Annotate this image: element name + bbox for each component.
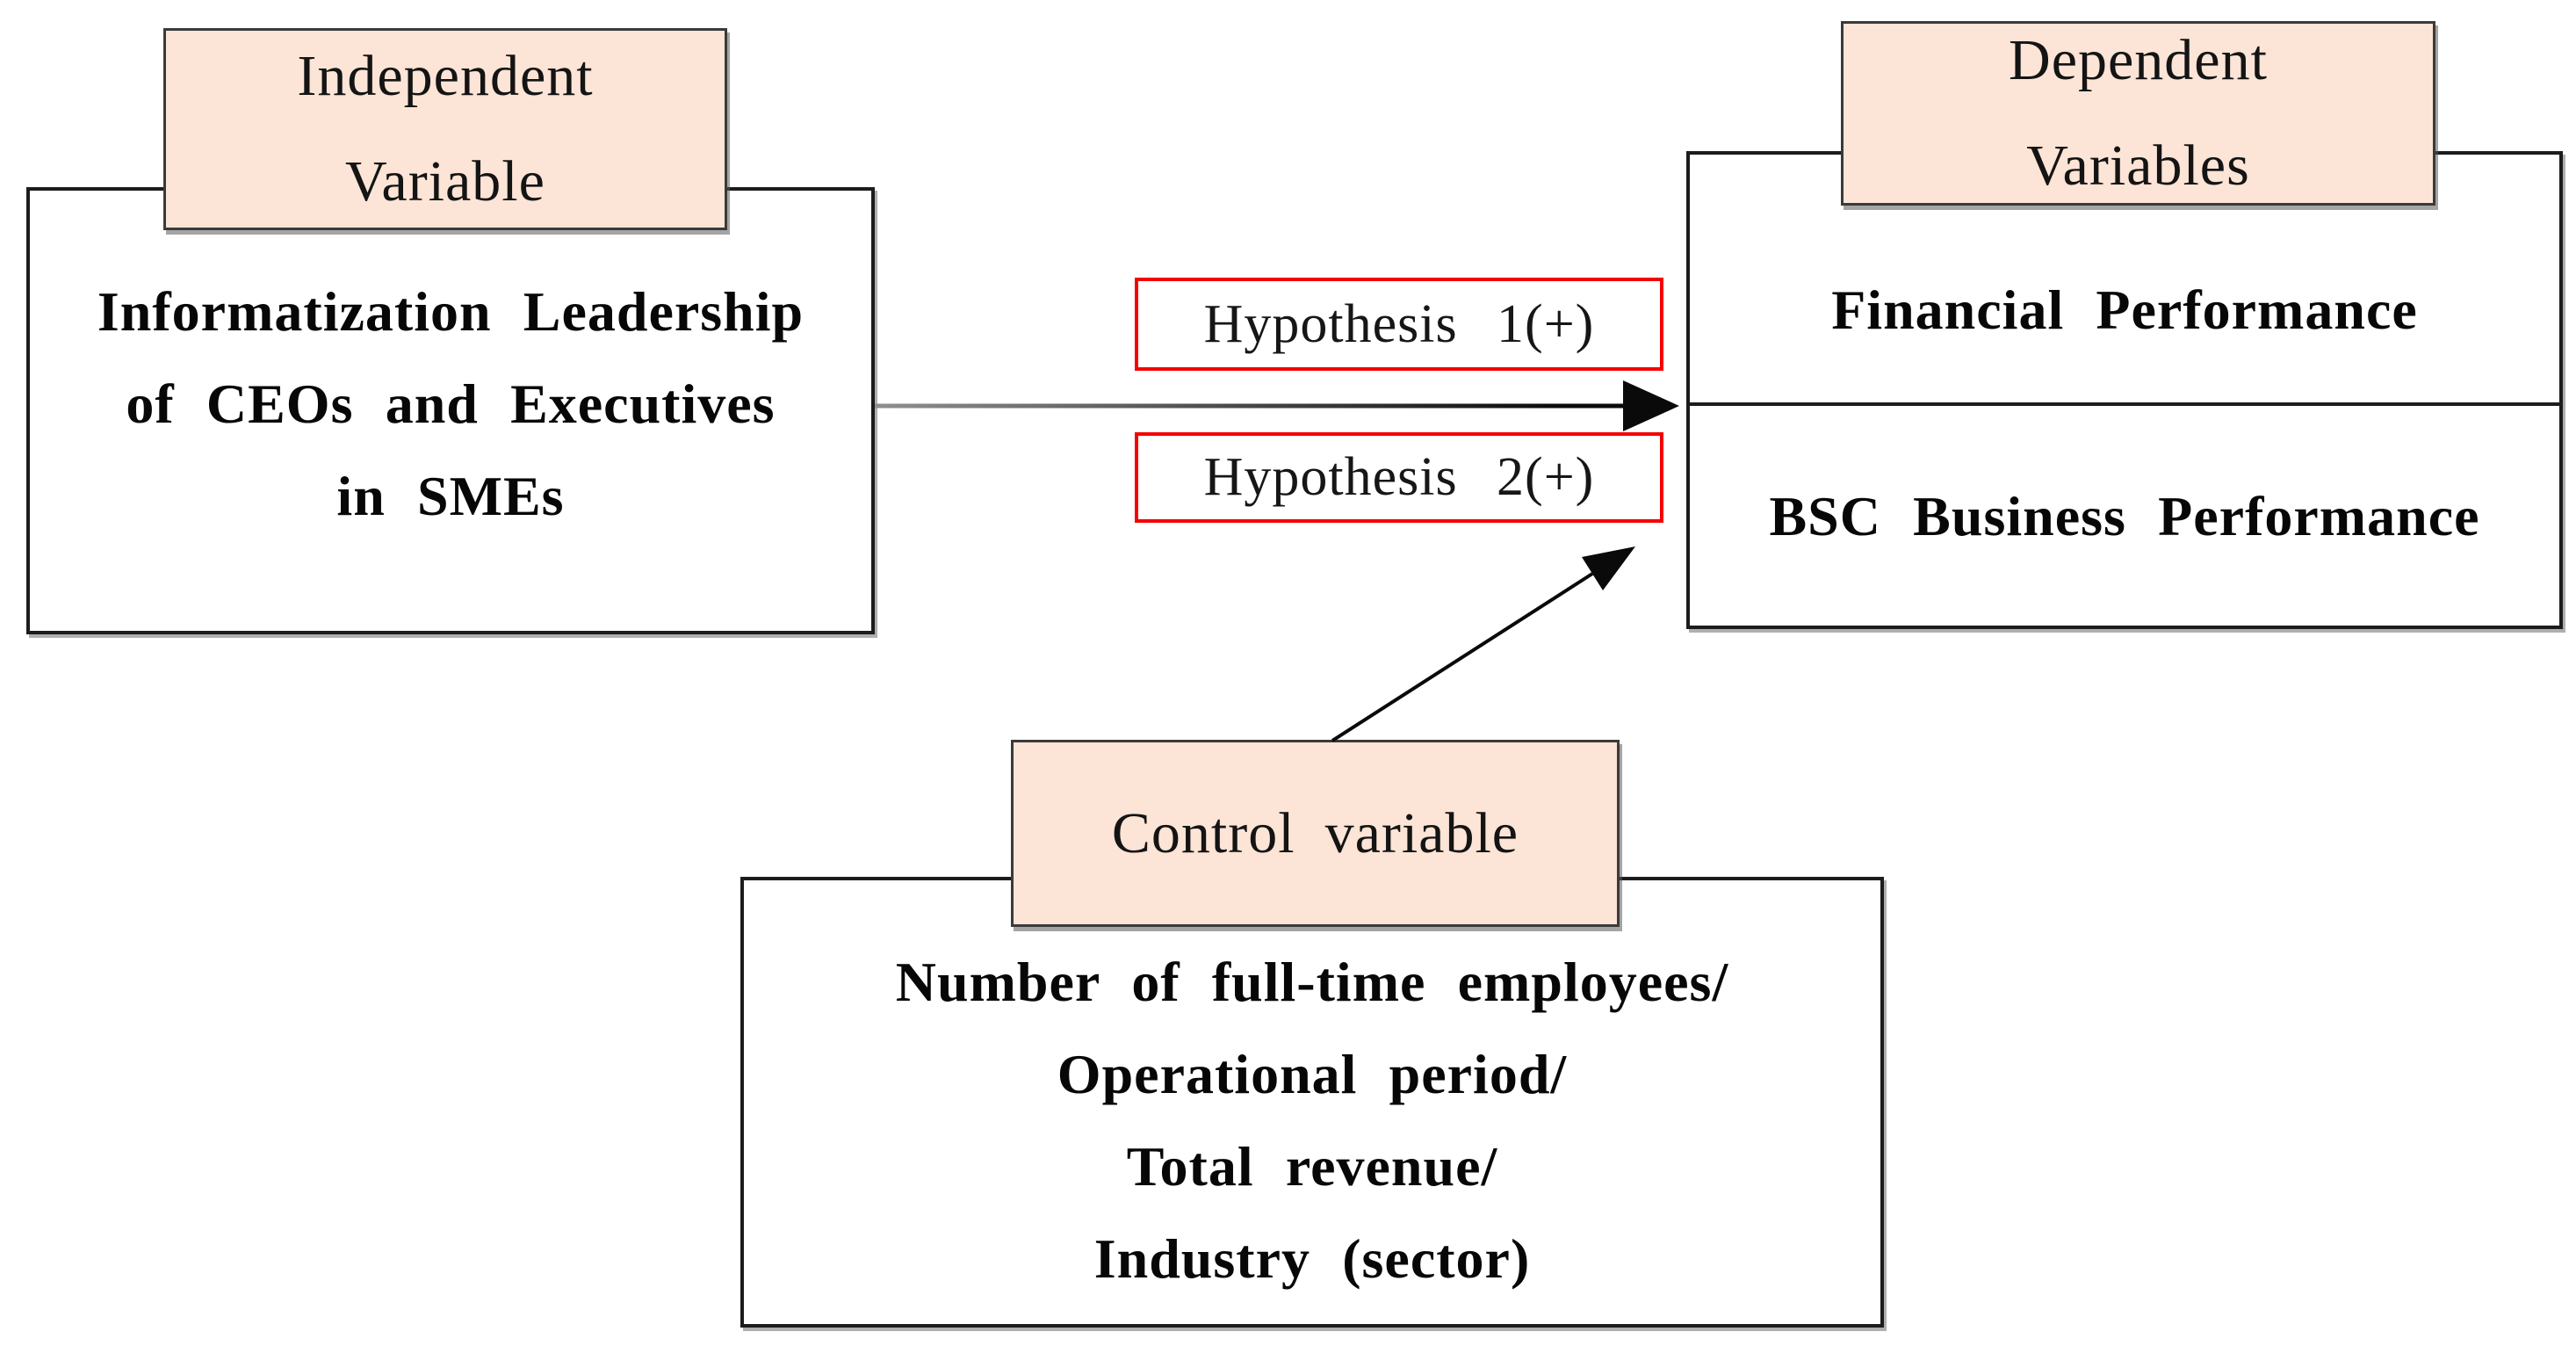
independent-header-line1: Independent (297, 44, 594, 108)
control-arrow (1331, 546, 1635, 742)
independent-variable-box: Informatization Leadership of CEOs and E… (26, 187, 875, 634)
hypothesis-arrow (875, 380, 1679, 431)
control-variable-line3: Total revenue/ (1126, 1134, 1498, 1198)
independent-header-line2: Variable (345, 149, 545, 213)
independent-variable-text-line3: in SMEs (336, 465, 565, 527)
dependent-header-line2: Variables (2026, 134, 2250, 198)
independent-variable-text-line1: Informatization Leadership (97, 280, 805, 343)
bsc-business-performance-cell: BSC Business Performance (1690, 406, 2559, 626)
dependent-header-line1: Dependent (2009, 28, 2268, 92)
financial-performance-cell: Financial Performance (1690, 155, 2559, 406)
control-variable-line4: Industry (sector) (1093, 1227, 1531, 1290)
hypothesis-1-box: Hypothesis 1(+) (1135, 278, 1663, 371)
hypothesis-1-label: Hypothesis 1(+) (1203, 293, 1595, 354)
hypothesis-2-box: Hypothesis 2(+) (1135, 432, 1663, 523)
dependent-variables-box: Financial Performance BSC Business Perfo… (1686, 151, 2563, 629)
independent-variable-text-line2: of CEOs and Executives (126, 373, 776, 435)
bsc-business-performance-text: BSC Business Performance (1769, 484, 2480, 547)
control-variable-line2: Operational period/ (1057, 1042, 1568, 1105)
hypothesis-2-label: Hypothesis 2(+) (1203, 447, 1595, 507)
control-variable-box: Number of full-time employees/ Operation… (740, 877, 1884, 1328)
control-variable-header-text: Control variable (1111, 800, 1519, 865)
control-variable-line1: Number of full-time employees/ (895, 950, 1729, 1013)
dependent-variables-header: Dependent Variables (1841, 21, 2435, 206)
financial-performance-text: Financial Performance (1831, 278, 2418, 341)
control-variable-header: Control variable (1011, 740, 1620, 927)
independent-variable-header: Independent Variable (163, 28, 727, 230)
